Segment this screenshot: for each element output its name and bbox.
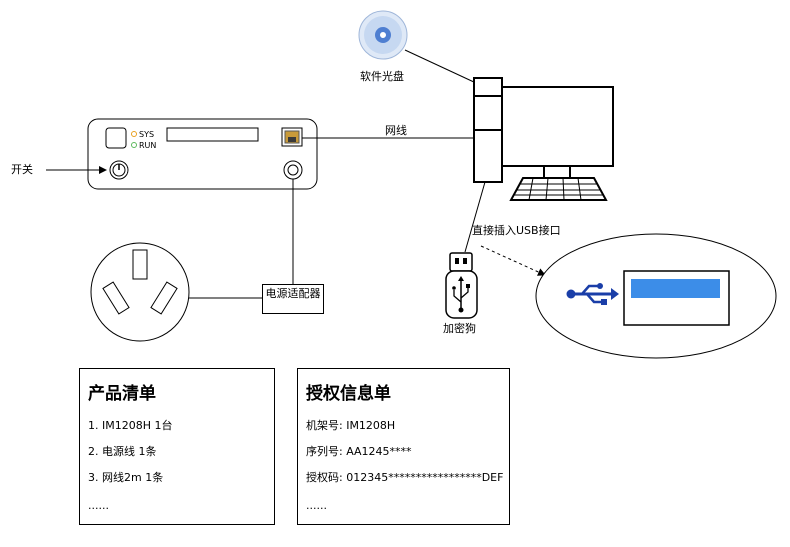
list-item: 授权码: 012345*****************DEF [306,471,504,484]
list-item: 机架号: IM1208H [306,419,396,432]
dongle-link-line [464,181,486,253]
license-info-card: 授权信息单 机架号: IM1208H 序列号: AA1245**** 授权码: … [297,368,510,525]
power-outlet-icon [90,242,190,342]
power-switch-icon [109,160,129,180]
list-item: 1. IM1208H 1台 [88,419,173,432]
license-info-title: 授权信息单 [306,384,391,404]
computer-icon [473,77,614,201]
usb-port-callout [535,233,777,359]
network-port-icon [281,127,303,147]
list-item: 序列号: AA1245**** [306,445,412,458]
dongle-label: 加密狗 [443,322,476,335]
power-adapter-box: 电源适配器 [262,284,324,314]
list-item: 2. 电源线 1条 [88,445,157,458]
product-list-card: 产品清单 1. IM1208H 1台 2. 电源线 1条 3. 网线2m 1条 … [79,368,275,525]
list-item: 3. 网线2m 1条 [88,471,164,484]
power-jack-icon [283,160,303,180]
usb-symbol-icon [566,283,619,305]
usb-dashed-arrow [480,245,546,276]
usb-dongle-icon [445,252,478,319]
device-unit [87,118,318,190]
sys-label: SYS [139,130,155,139]
cd-link-line [404,49,477,84]
usb-slot-fill [631,279,720,298]
software-cd-label: 软件光盘 [360,70,404,83]
cd-icon [358,10,408,60]
network-cable-label: 网线 [385,124,407,137]
led-run-icon [131,142,137,148]
front-slot [166,127,259,142]
led-sys-icon [131,131,137,137]
list-item: ...... [306,499,327,512]
switch-label: 开关 [11,163,33,176]
list-item: ...... [88,499,109,512]
run-label: RUN [139,141,157,150]
product-list-title: 产品清单 [88,384,156,404]
usb-insert-label: 直接插入USB接口 [472,224,561,237]
